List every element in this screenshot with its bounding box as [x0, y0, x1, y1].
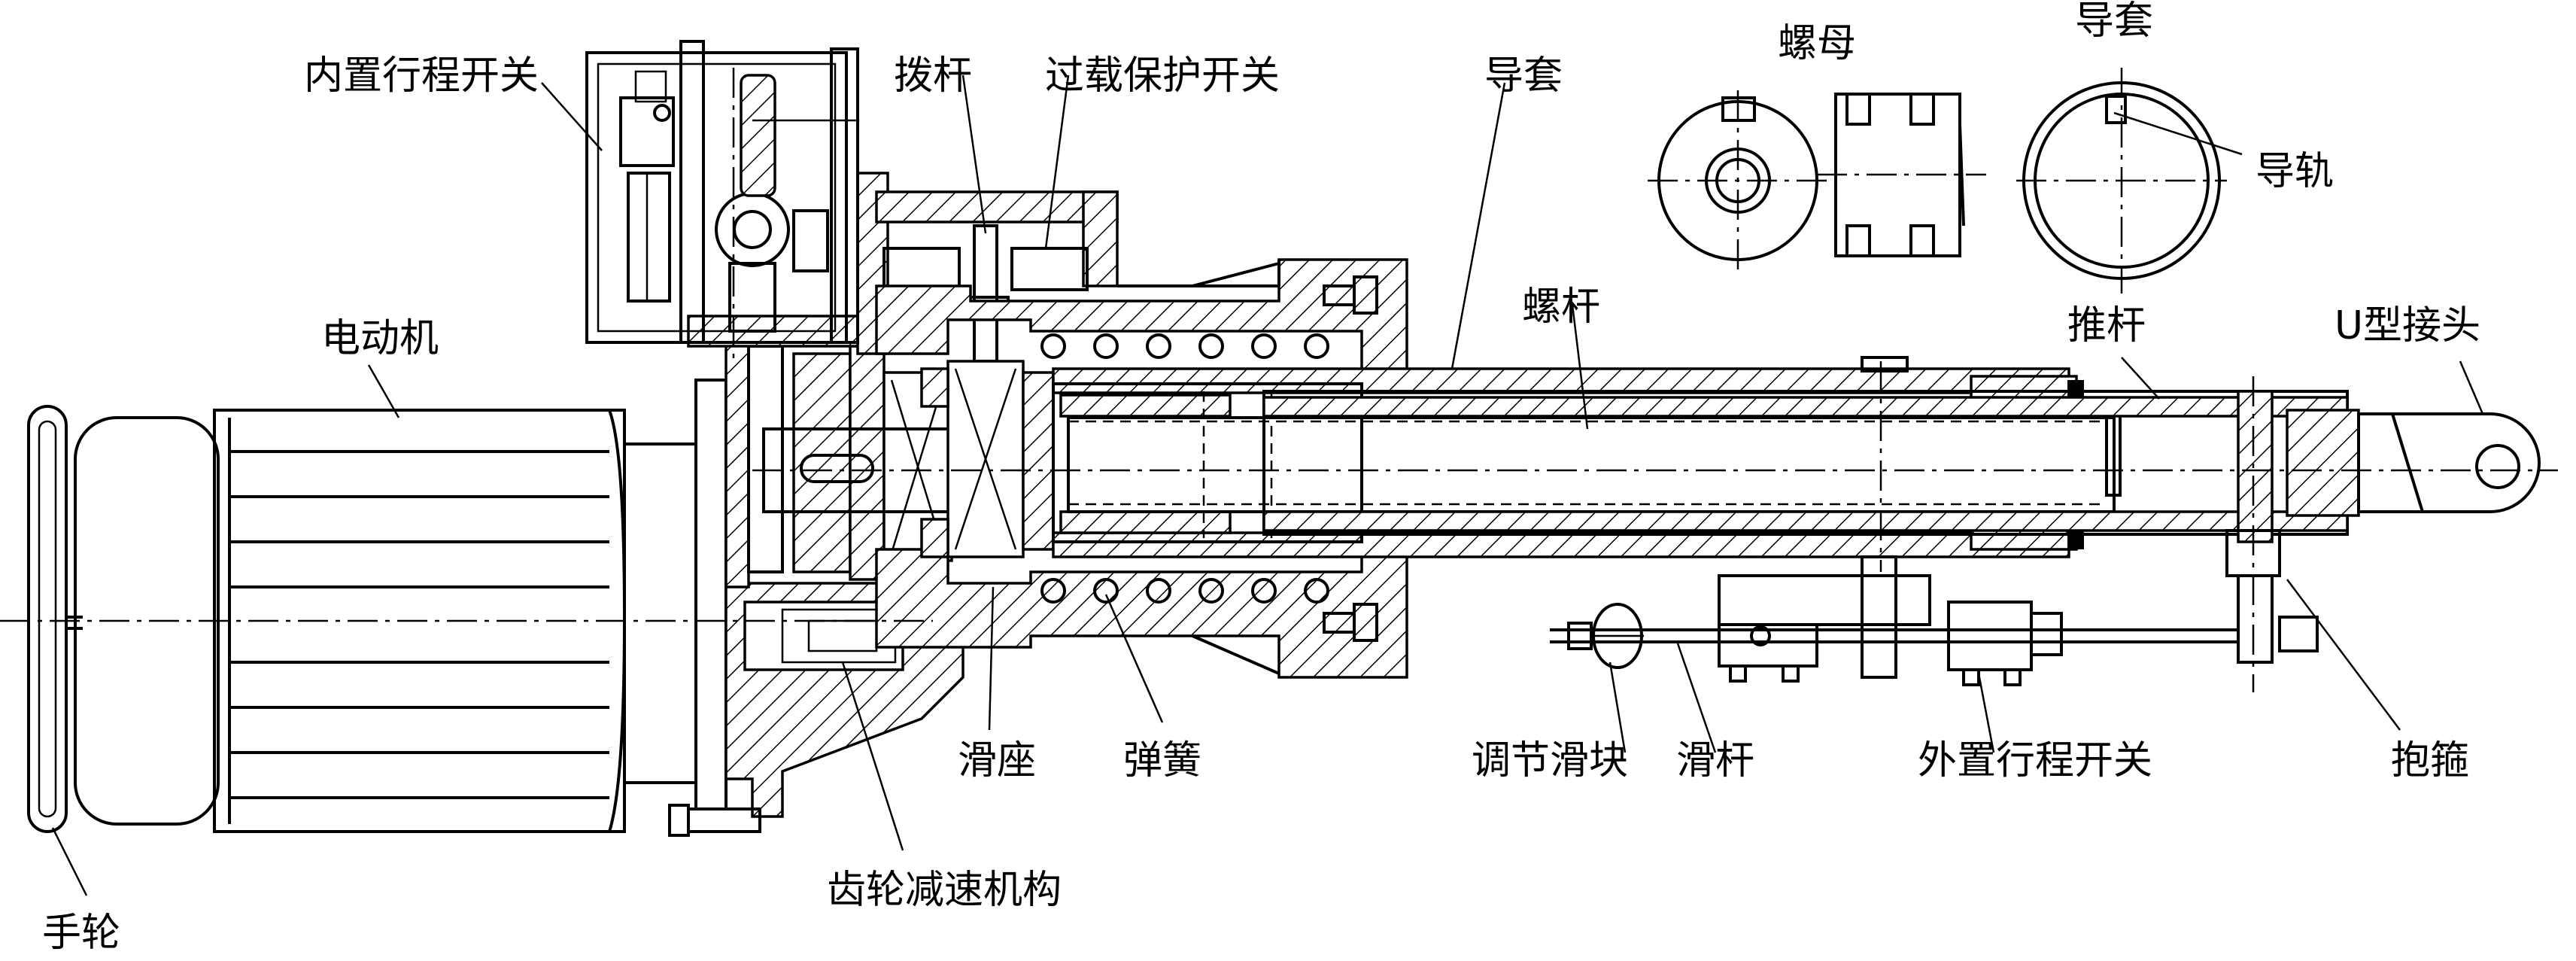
label-guide-sleeve-section: 导套 [2075, 0, 2153, 44]
label-overload-protection-switch: 过载保护开关 [1045, 53, 1280, 99]
label-slide-bar: 滑杆 [1676, 738, 1754, 783]
label-external-limit-switch: 外置行程开关 [1918, 738, 2152, 783]
label-handwheel: 手轮 [42, 911, 120, 956]
centerlines [0, 68, 2558, 692]
guide-sleeve-section-part [2016, 68, 2227, 293]
overload-switch-part [875, 190, 1119, 363]
label-clamp: 抱箍 [2391, 738, 2469, 783]
slide-bar-part [1550, 555, 2238, 686]
label-adjusting-slider: 调节滑块 [1472, 738, 1628, 783]
label-slide-seat: 滑座 [958, 738, 1036, 783]
labels: 手轮 电动机 内置行程开关 拨杆 过载保护开关 导套 螺母 导套 导轨 螺杆 推… [42, 0, 2480, 956]
main-housing-part [875, 258, 1408, 679]
label-spring: 弹簧 [1123, 738, 1201, 783]
label-nut: 螺母 [1778, 21, 1856, 66]
nut-section-part [1648, 90, 1986, 271]
label-push-rod: 推杆 [2067, 303, 2146, 348]
label-internal-limit-switch: 内置行程开关 [304, 53, 539, 99]
handwheel-part [27, 405, 83, 833]
leader-lines [51, 75, 2484, 896]
label-u-joint: U型接头 [2334, 303, 2480, 348]
label-lever: 拨杆 [894, 53, 972, 99]
push-rod-part [1262, 390, 2541, 536]
internal-limit-switch-part [585, 40, 859, 344]
motor-part [74, 379, 728, 833]
label-guide-sleeve: 导套 [1484, 53, 1563, 99]
label-screw: 螺杆 [1522, 284, 1600, 330]
label-guide-rail: 导轨 [2256, 149, 2334, 194]
label-motor: 电动机 [321, 316, 439, 361]
label-gear-reducer: 齿轮减速机构 [827, 868, 1062, 913]
